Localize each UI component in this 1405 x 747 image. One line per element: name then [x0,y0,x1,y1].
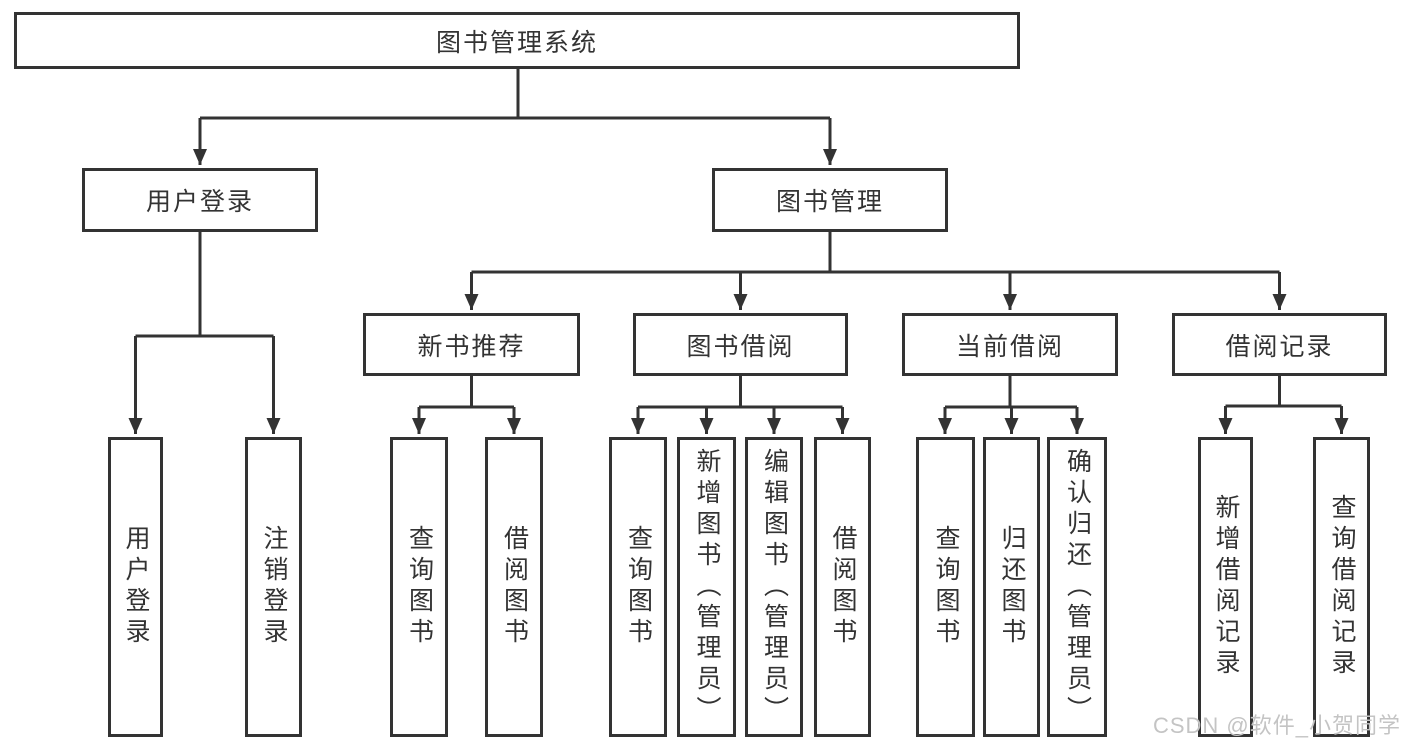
leaf-query-books-borrow-label: 查询图书 [624,525,653,649]
leaf-borrow-books-borrow: 借阅图书 [814,437,871,737]
leaf-return-books-label: 归还图书 [998,525,1026,649]
leaf-logout: 注销登录 [245,437,302,737]
leaf-logout-label: 注销登录 [260,525,288,649]
node-current-borrow: 当前借阅 [902,313,1118,376]
leaf-query-borrow-record: 查询借阅记录 [1313,437,1370,737]
new-book-recommend-label: 新书推荐 [417,332,526,361]
borrow-records-label: 借阅记录 [1225,332,1334,361]
leaf-edit-books-admin: 编辑图书（管理员） [745,437,803,737]
leaf-add-books-admin: 新增图书（管理员） [677,437,736,737]
leaf-return-books: 归还图书 [983,437,1040,737]
user-login-label: 用户登录 [145,188,254,216]
leaf-query-books-recommend-label: 查询图书 [405,525,434,649]
book-management-label: 图书管理 [775,188,884,216]
leaf-add-books-admin-label: 新增图书（管理员） [693,447,721,727]
leaf-query-borrow-record-label: 查询借阅记录 [1328,494,1356,680]
leaf-borrow-books-borrow-label: 借阅图书 [829,525,857,649]
node-root: 图书管理系统 [14,12,1020,69]
leaf-edit-books-admin-label: 编辑图书（管理员） [760,447,789,727]
leaf-confirm-return-admin-label: 确认归还（管理员） [1063,447,1092,727]
leaf-add-borrow-record: 新增借阅记录 [1198,437,1253,737]
csdn-watermark: CSDN @软件_小贺同学 [1152,713,1401,738]
node-user-login: 用户登录 [82,168,318,232]
node-book-borrow: 图书借阅 [633,313,848,376]
root-label: 图书管理系统 [435,28,598,57]
node-book-management: 图书管理 [712,168,948,232]
leaf-query-books-recommend: 查询图书 [390,437,448,737]
leaf-add-borrow-record-label: 新增借阅记录 [1212,494,1240,680]
leaf-query-books-current: 查询图书 [916,437,975,737]
leaf-query-books-borrow: 查询图书 [609,437,667,737]
leaf-user-login: 用户登录 [108,437,163,737]
book-borrow-label: 图书借阅 [686,332,795,361]
node-new-book-recommend: 新书推荐 [363,313,580,376]
leaf-borrow-books-recommend-label: 借阅图书 [500,525,529,649]
leaf-confirm-return-admin: 确认归还（管理员） [1047,437,1107,737]
leaf-query-books-current-label: 查询图书 [932,525,960,649]
current-borrow-label: 当前借阅 [955,332,1064,361]
node-borrow-records: 借阅记录 [1172,313,1387,376]
leaf-borrow-books-recommend: 借阅图书 [485,437,543,737]
leaf-user-login-label: 用户登录 [122,525,150,649]
